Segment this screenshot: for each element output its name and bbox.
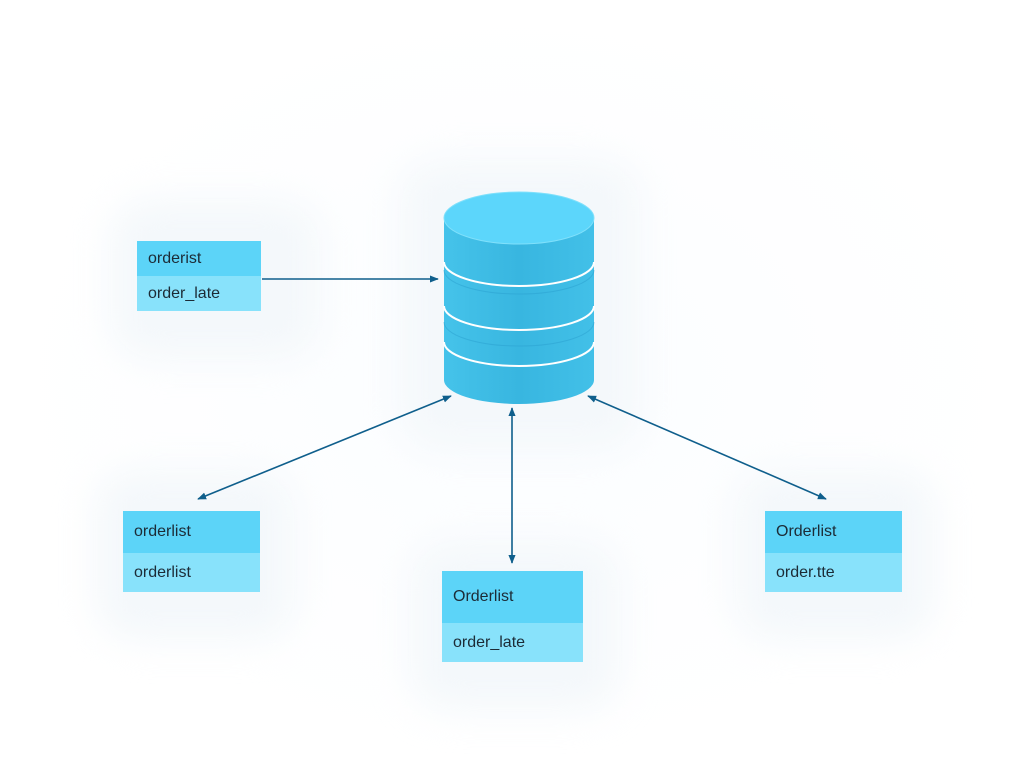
table-field-label: order_late — [148, 284, 221, 302]
table-field-row: order_late — [442, 623, 583, 662]
connector-arrow — [587, 395, 827, 500]
table-header-row: Orderlist — [442, 571, 583, 623]
table-header-row: orderist — [137, 241, 261, 276]
table-header-label: Orderlist — [453, 588, 514, 605]
database-cylinder-icon — [443, 191, 595, 404]
table-card-bottom-center: Orderlist order_late — [442, 571, 583, 662]
table-header-label: orderlist — [134, 523, 191, 540]
table-field-label: order.tte — [776, 563, 835, 581]
table-header-label: orderist — [148, 249, 202, 267]
table-card-bottom-right: Orderlist order.tte — [765, 511, 902, 592]
table-header-label: Orderlist — [776, 523, 837, 540]
table-field-row: orderlist — [123, 553, 260, 592]
table-card-bottom-left: orderlist orderlist — [123, 511, 260, 592]
table-header-row: Orderlist — [765, 511, 902, 553]
table-field-label: orderlist — [134, 563, 191, 581]
table-card-top-left: orderist order_late — [137, 241, 261, 311]
table-field-row: order.tte — [765, 553, 902, 592]
table-header-row: orderlist — [123, 511, 260, 553]
connector-arrow — [197, 395, 452, 500]
table-field-label: order_late — [453, 633, 526, 651]
table-field-row: order_late — [137, 276, 261, 311]
